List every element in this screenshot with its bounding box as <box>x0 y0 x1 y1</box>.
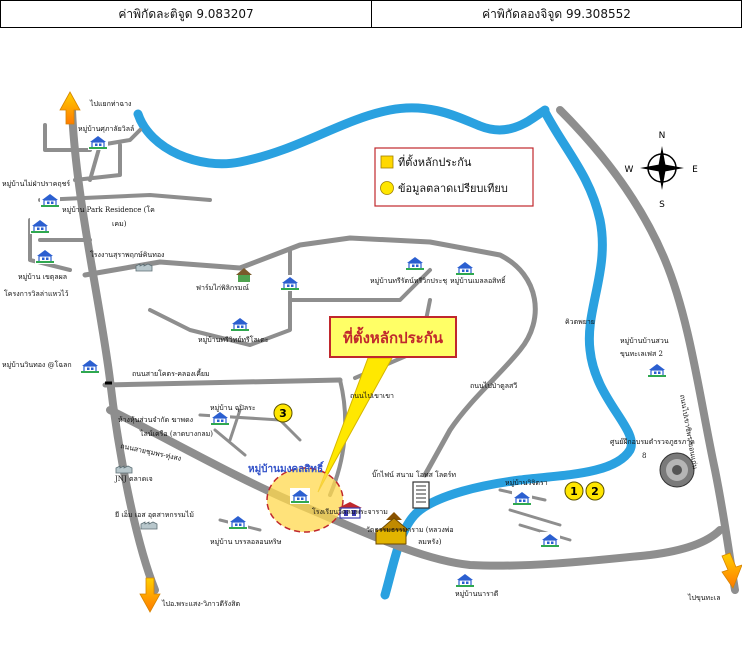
compass-w: W <box>625 165 634 175</box>
house-icon <box>647 362 667 378</box>
place-label: หมู่บ้าน ฉุปิลระ <box>210 404 256 412</box>
house-icon <box>230 316 250 332</box>
place-label: ลมหรัง) <box>418 538 442 546</box>
comparable-marker: 3 <box>273 403 293 423</box>
training-center-icon <box>659 452 695 488</box>
latitude-text: ค่าพิกัดละติจูด 9.083207 <box>118 6 254 21</box>
callout-text: ที่ตั้งหลักประกัน <box>343 326 444 347</box>
house-icon <box>290 488 310 504</box>
place-label: ยี เอ็ม เอส อุตสาหกรรมไม้ <box>115 510 194 519</box>
place-label: โรงเรียนวัดลมพระจาราม <box>312 507 388 516</box>
house-icon <box>88 134 108 150</box>
place-label: โรงงานสุราพฤกษ์คินทอง <box>90 250 164 259</box>
house-icon <box>512 490 532 506</box>
direction-arrows <box>59 91 742 613</box>
arrow-north-icon <box>59 91 81 125</box>
place-label: หมู่บ้านวินทอง @โฉลก <box>2 360 72 369</box>
road-label: ถนนไปป่าตูลสวี <box>470 381 517 390</box>
house-icon <box>280 275 300 291</box>
road-network <box>28 106 739 594</box>
house-icon <box>210 410 230 426</box>
place-label: หมู่บ้านไม่ฝ่าปราคฤชร์ <box>2 179 70 188</box>
place-label: บิ๊กไฟน์ สนาม โอทส โลตร์ท <box>372 469 456 479</box>
school-icon <box>338 502 362 519</box>
arrow-southeast-icon <box>721 552 742 589</box>
place-labels: หมู่บ้านศุภาลัยวิลล์ หมู่บ้านไม่ฝ่าปราคฤ… <box>2 125 695 598</box>
house-icon <box>228 514 248 530</box>
farm-icon <box>236 268 252 282</box>
longitude-text: ค่าพิกัดลองจิจูด 99.308552 <box>482 6 631 21</box>
place-label: หมู่บ้าน บรรลอลอนหริษ <box>210 538 282 546</box>
direction-labels: ไปแยกท่าฉาง ไปอ.พระแสง-วิภาวดีรังสิต ไปข… <box>89 99 721 608</box>
house-icon <box>455 260 475 276</box>
house-icon <box>30 218 50 234</box>
latitude-cell: ค่าพิกัดละติจูด 9.083207 <box>0 0 372 28</box>
place-label: หมู่บ้านวิจิตรา <box>505 479 548 487</box>
place-label: หมู่บ้าน เขตุลผล <box>18 273 67 281</box>
place-label: หมู่บ้านทรีรัตน์ทรีวิกประชุ <box>370 277 447 285</box>
river-label: คิวตพยาย <box>565 318 595 326</box>
house-icon <box>80 358 100 374</box>
place-label: ขุนทะเลเฟส 2 <box>620 350 663 358</box>
house-icon <box>405 255 425 271</box>
place-label: ศูนย์ฝึกอบรมตำรวจภูธรภาค <box>610 437 695 446</box>
svg-text:3: 3 <box>279 407 287 420</box>
building-icon <box>412 481 430 509</box>
property-village-label: หมู่บ้านมงคลสิทธิ์ <box>248 461 325 476</box>
place-label: หมู่บ้านทรีวิทย์ทรีโลเดะ <box>198 335 269 344</box>
direction-label: ไปขุนทะเล <box>687 593 721 602</box>
house-icon <box>455 572 475 588</box>
legend-property-swatch <box>380 155 394 169</box>
place-label: หมู่บ้านนาราดี <box>455 590 498 598</box>
direction-label: ไปแยกท่าฉาง <box>89 99 131 108</box>
place-label: เคม) <box>112 220 127 228</box>
house-icon <box>40 192 60 208</box>
compass-s: S <box>659 200 665 210</box>
place-label: โครงการวิลล่าแหวไว้ <box>4 289 69 298</box>
compass-icon: N S E W <box>625 131 699 210</box>
place-label: JNJ ตลาดเจ <box>114 475 153 483</box>
comparable-marker: 1 <box>564 481 584 501</box>
longitude-cell: ค่าพิกัดลองจิจูด 99.308552 <box>372 0 742 28</box>
svg-text:1: 1 <box>570 485 578 498</box>
place-label: ฟาร์มไก่พิลิกรมณ์ <box>196 283 250 292</box>
factory-icon <box>140 521 158 530</box>
legend-comparable-label: ข้อมูลตลาดเปรียบเทียบ <box>398 182 508 195</box>
factory-icon <box>135 263 153 272</box>
place-label: หมู่บ้านเมลลอสิทธิ์ <box>450 275 507 285</box>
legend-comparable-swatch <box>380 181 394 195</box>
place-label: หมู่บ้านศุภาลัยวิลล์ <box>78 125 134 133</box>
road-label: ถนนสายโคตร-คลองเคี้ยม <box>132 367 210 378</box>
coordinate-bar: ค่าพิกัดละติจูด 9.083207 ค่าพิกัดลองจิจู… <box>0 0 742 28</box>
place-label: 8 <box>642 452 646 460</box>
factory-icon <box>115 465 133 474</box>
place-label: วัดธรรมธรรมาราม (หลวงพ่อ <box>366 526 454 534</box>
place-label: หมู่บ้านบ้านสวน <box>620 337 669 345</box>
place-label: ห้างหุ้นส่วนจำกัด ฆาพดง <box>118 416 193 424</box>
place-label: หมู่บ้าน Park Residence (โค <box>62 205 155 214</box>
direction-label: ไปอ.พระแสง-วิภาวดีรังสิต <box>161 599 240 608</box>
house-icon <box>35 248 55 264</box>
house-icon <box>540 532 560 548</box>
svg-text:2: 2 <box>591 485 599 498</box>
legend-property-label: ที่ตั้งหลักประกัน <box>398 154 472 169</box>
road-label: ถนนไปเขาเขา <box>350 391 394 400</box>
landmark-icons <box>236 268 695 545</box>
property-callout: ที่ตั้งหลักประกัน <box>317 316 457 493</box>
arrow-south-icon <box>139 577 161 613</box>
village-icons <box>30 134 667 588</box>
legend: ที่ตั้งหลักประกัน ข้อมูลตลาดเปรียบเทียบ <box>374 147 534 207</box>
compass-e: E <box>692 165 698 175</box>
temple-icon <box>375 512 410 545</box>
location-map: ที่ตั้งหลักประกัน ข้อมูลตลาดเปรียบเทียบ … <box>2 91 742 613</box>
place-label: ไลน์เครือ (ลาดบางกลม) <box>139 429 213 438</box>
comparable-markers: 3 1 2 <box>273 403 605 501</box>
comparable-marker: 2 <box>585 481 605 501</box>
compass-n: N <box>659 131 666 141</box>
